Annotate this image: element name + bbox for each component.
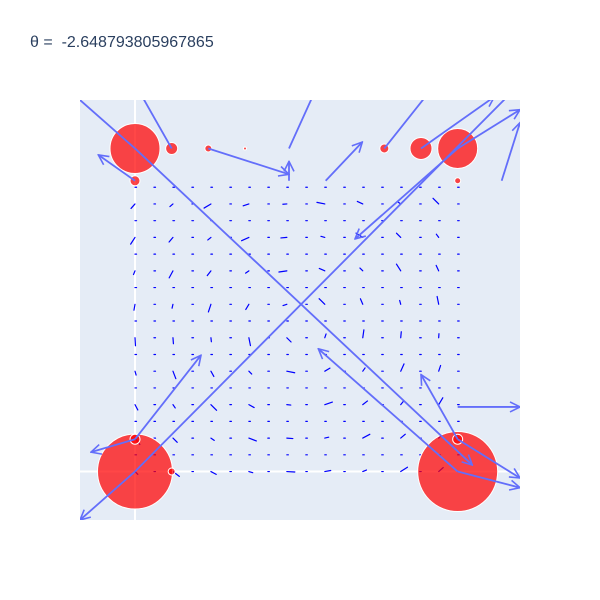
flow-arrow [98,155,136,182]
field-vector [248,470,254,474]
field-vector [248,404,255,409]
field-vector [245,270,250,274]
flow-arrow [80,100,136,150]
field-vector [133,303,136,311]
field-vector [400,331,402,339]
field-vector [172,404,176,409]
flow-arrow [80,470,136,520]
field-vector [316,201,326,205]
field-vector [248,370,253,375]
flow-arrows [80,100,520,520]
field-vector [324,333,327,339]
flow-arrow [420,100,494,150]
field-vector [248,337,252,347]
field-vector [169,203,174,208]
flow-arrow [318,349,459,473]
field-vector [400,433,406,439]
field-vector [400,400,404,406]
field-vector [324,401,333,406]
field-vector [320,235,326,239]
field-vector [362,367,366,372]
field-vector [362,329,365,339]
field-vector [278,270,288,273]
field-vector [286,337,292,343]
field-vector [435,233,440,239]
field-vector [359,267,364,272]
flow-arrow [208,147,289,174]
field-vector [280,236,288,239]
field-vector [362,433,371,439]
field-vector [130,236,136,245]
field-vector [324,367,331,372]
field-vector [286,370,296,374]
field-vector [210,404,218,411]
flow-arrow [143,100,173,149]
field-vector [324,436,330,439]
flow-arrow [288,100,312,149]
field-vector [318,267,326,272]
scatter-marker [454,177,462,185]
field-vector [207,236,212,241]
flow-arrow [500,123,520,182]
scatter-marker [167,467,176,476]
flow-arrow [457,110,520,150]
field-vector [134,370,137,376]
field-vector [438,397,444,406]
field-vector [436,295,440,305]
field-vector [168,270,174,279]
field-vector [240,236,250,242]
field-vector [395,232,402,239]
field-vector [134,404,139,411]
flow-arrow [457,470,520,488]
field-vector [210,437,215,441]
field-vector [432,197,440,205]
field-vector [362,400,369,406]
field-vector [362,469,368,473]
flow-arrow [355,147,459,238]
field-vector [210,370,215,378]
flow-arrow [383,100,424,150]
field-vector [168,236,174,243]
field-vector [435,264,440,272]
field-vector [210,470,217,475]
field-vector [399,299,402,305]
field-vector [248,437,257,442]
field-vector [438,364,442,372]
field-vector [132,270,136,276]
field-vector [324,469,332,473]
field-vector [400,466,409,473]
field-vector [356,200,364,205]
field-vector [359,298,364,305]
flow-arrow [134,355,201,440]
flow-arrow [457,438,520,478]
scatter-marker [243,146,247,151]
field-vector [245,303,250,311]
field-vector [203,203,212,209]
flow-arrow [134,100,506,473]
flow-arrow [325,142,363,182]
flow-arrow [134,147,472,465]
flow-arrow [91,438,136,452]
field-vector [207,303,212,313]
field-vector [318,298,326,305]
flow-arrow [421,375,459,440]
field-vector [282,303,288,307]
field-vector [242,203,250,207]
field-vector [172,437,178,443]
chart-title: θ = -2.648793805967865 [30,34,214,51]
field-vector [395,263,402,272]
field-vector [171,303,174,309]
field-vector [130,203,136,210]
field-vector [400,363,405,372]
field-vector [172,370,177,380]
field-vector [206,270,212,277]
